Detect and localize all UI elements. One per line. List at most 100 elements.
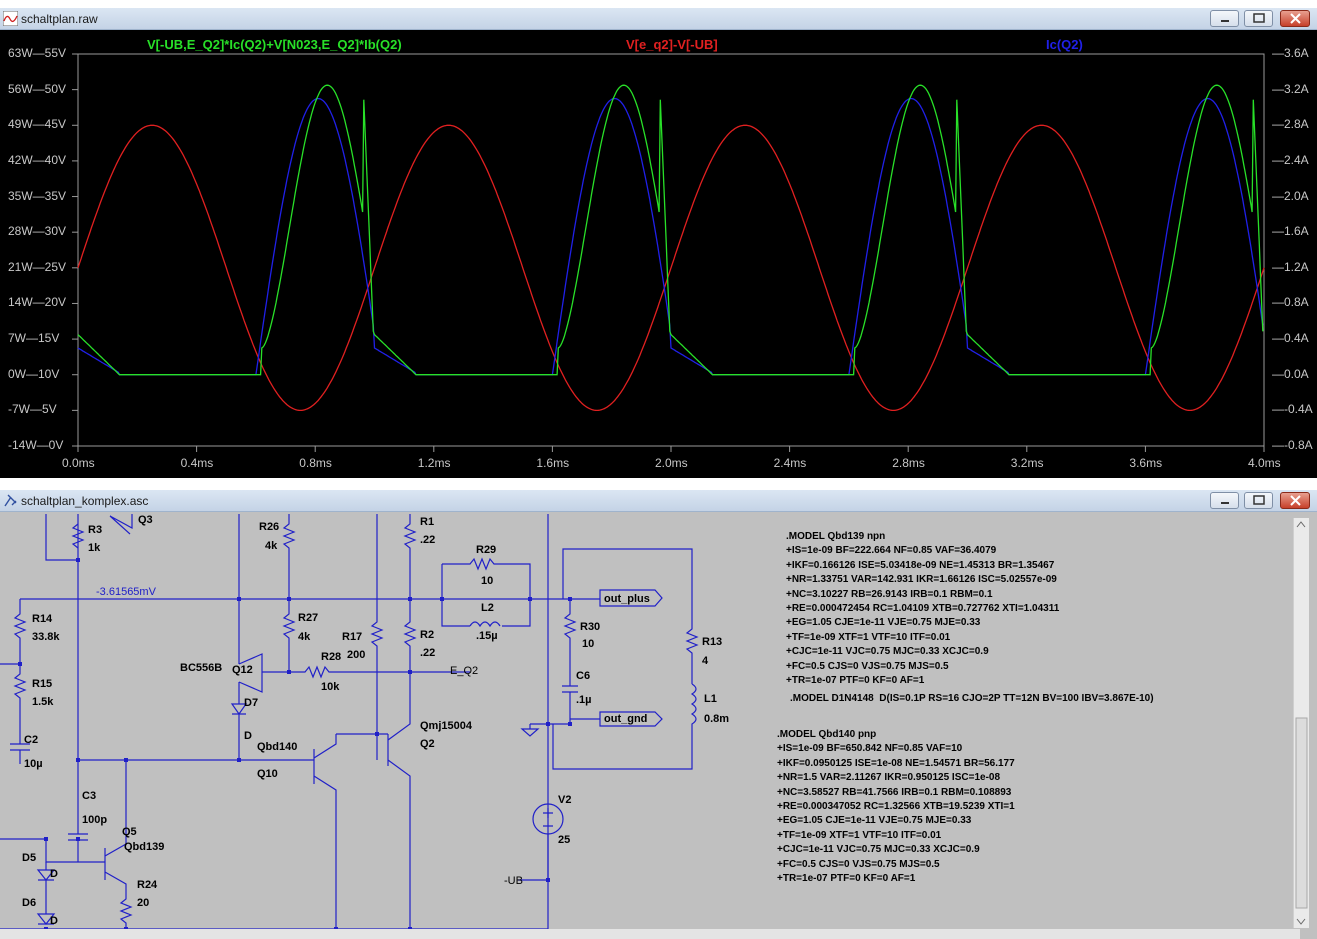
value-r13[interactable]: 4	[702, 655, 709, 667]
value-r24[interactable]: 20	[137, 897, 150, 909]
label-c3[interactable]: C3	[82, 790, 97, 802]
label-q2[interactable]: Q2	[420, 738, 435, 750]
value-r26[interactable]: 4k	[265, 540, 278, 552]
left-axis-tick: 63W—55V	[8, 46, 67, 60]
label-q3[interactable]: Q3	[138, 514, 153, 526]
value-v2[interactable]: 25	[558, 834, 571, 846]
value-r30[interactable]: 10	[582, 638, 595, 650]
schematic-close-button[interactable]	[1280, 492, 1310, 509]
value-r15[interactable]: 1.5k	[32, 696, 54, 708]
schematic-window-title: schaltplan_komplex.asc	[21, 494, 149, 508]
x-axis-tick: 3.2ms	[1010, 456, 1044, 470]
trace-label-current[interactable]: Ic(Q2)	[1046, 37, 1083, 52]
label-r2[interactable]: R2	[420, 629, 435, 641]
right-axis-tick: —3.6A	[1272, 46, 1309, 60]
label-q10[interactable]: Q10	[257, 768, 278, 780]
schematic-icon	[4, 494, 17, 507]
label-qmj15004[interactable]: Qmj15004	[420, 720, 472, 732]
label-r1[interactable]: R1	[420, 516, 435, 528]
label-r15[interactable]: R15	[32, 678, 53, 690]
label-bc556b[interactable]: BC556B	[180, 662, 223, 674]
right-axis-tick: —1.6A	[1272, 224, 1309, 239]
label-v2[interactable]: V2	[558, 794, 572, 806]
waveform-titlebar[interactable]: schaltplan.raw	[0, 8, 1317, 30]
model-d1n4148[interactable]: .MODEL D1N4148 D(IS=0.1P RS=16 CJO=2P TT…	[790, 693, 1154, 704]
maximize-button[interactable]	[1244, 10, 1273, 27]
label-r14[interactable]: R14	[32, 613, 53, 625]
label-qbd140[interactable]: Qbd140	[257, 741, 298, 753]
waveform-window: schaltplan.raw V[-UB,E_Q2]*Ic(Q2)+V[N023…	[0, 8, 1317, 478]
model-line: +IS=1e-09 BF=650.842 NF=0.85 VAF=10	[777, 743, 963, 755]
value-r2[interactable]: .22	[420, 647, 436, 659]
waveform-icon	[3, 11, 18, 26]
node-voltage-readout[interactable]: -3.61565mV	[96, 586, 156, 598]
minimize-button[interactable]	[1210, 10, 1239, 27]
label-out-gnd[interactable]: out_gnd	[604, 713, 648, 725]
label-r17[interactable]: R17	[342, 631, 363, 643]
label-r27[interactable]: R27	[298, 612, 319, 624]
schematic-window: schaltplan_komplex.asc	[0, 490, 1317, 939]
value-r27[interactable]: 4k	[298, 631, 311, 643]
x-axis-tick: 1.6ms	[536, 456, 570, 470]
label-e-q2[interactable]: E_Q2	[450, 665, 479, 677]
value-l1[interactable]: 0.8m	[704, 713, 730, 725]
model-line: +CJC=1e-11 VJC=0.75 MJC=0.33 XCJC=0.9	[777, 844, 980, 856]
left-axis-tick: 0W—10V	[8, 366, 60, 381]
label-out-plus[interactable]: out_plus	[604, 593, 650, 605]
model-qbd139-npn[interactable]: .MODEL Qbd139 npn+IS=1e-09 BF=222.664 NF…	[786, 530, 1059, 688]
label-l2[interactable]: L2	[481, 602, 494, 614]
close-button[interactable]	[1280, 10, 1310, 27]
schematic-titlebar[interactable]: schaltplan_komplex.asc	[0, 490, 1317, 512]
right-axis-tick: —-0.8A	[1272, 438, 1313, 452]
label-l1[interactable]: L1	[704, 693, 717, 705]
label-r26[interactable]: R26	[259, 521, 280, 533]
value-c3[interactable]: 100p	[82, 814, 108, 826]
label-d6[interactable]: D6	[22, 897, 37, 909]
label-r28[interactable]: R28	[321, 651, 342, 663]
left-axis-tick: 14W—20V	[8, 295, 67, 310]
trace-label-voltage[interactable]: V[e_q2]-V[-UB]	[626, 37, 718, 52]
horizontal-scrollbar[interactable]	[0, 929, 1300, 939]
label-q12[interactable]: Q12	[232, 664, 253, 676]
value-d7[interactable]: D	[244, 730, 252, 742]
right-axis-tick: —0.4A	[1272, 331, 1309, 346]
value-r14[interactable]: 33.8k	[32, 631, 60, 643]
vertical-scrollbar[interactable]	[1293, 518, 1309, 928]
waveform-plot[interactable]	[0, 8, 1317, 478]
value-l2[interactable]: .15µ	[476, 630, 498, 642]
right-axis-tick: —2.8A	[1272, 117, 1309, 132]
model-line: +TF=1e-09 XTF=1 VTF=10 ITF=0.01	[786, 631, 951, 643]
label-d5[interactable]: D5	[22, 852, 37, 864]
label-r24[interactable]: R24	[137, 879, 158, 891]
trace-label-power[interactable]: V[-UB,E_Q2]*Ic(Q2)+V[N023,E_Q2]*Ib(Q2)	[147, 37, 402, 52]
value-c2[interactable]: 10µ	[24, 758, 43, 770]
label-r3[interactable]: R3	[88, 524, 103, 536]
value-c6[interactable]: .1µ	[576, 694, 592, 706]
value-r1[interactable]: .22	[420, 534, 436, 546]
label-c6[interactable]: C6	[576, 670, 591, 682]
value-r29[interactable]: 10	[481, 575, 494, 587]
x-axis-tick: 2.8ms	[892, 456, 925, 470]
label-d7[interactable]: D7	[244, 697, 259, 709]
value-d5[interactable]: D	[50, 868, 58, 880]
value-r3[interactable]: 1k	[88, 542, 101, 554]
left-axis-tick: 35W—35V	[8, 188, 67, 203]
label-r29[interactable]: R29	[476, 544, 497, 556]
model-line: +IKF=0.166126 ISE=5.03418e-09 NE=1.45313…	[786, 559, 1055, 571]
label-r13[interactable]: R13	[702, 636, 723, 648]
value-r28[interactable]: 10k	[321, 681, 340, 693]
right-axis-tick: —0.0A	[1272, 366, 1309, 381]
schematic-canvas[interactable]	[0, 514, 1295, 929]
label-q5[interactable]: Q5	[122, 826, 137, 838]
label-qbd139[interactable]: Qbd139	[124, 841, 165, 853]
label-r30[interactable]: R30	[580, 621, 601, 633]
model-qbd140-pnp[interactable]: .MODEL Qbd140 pnp+IS=1e-09 BF=650.842 NF…	[777, 728, 1015, 886]
value-d6[interactable]: D	[50, 915, 58, 927]
value-r17[interactable]: 200	[347, 649, 366, 661]
label-minus-ub[interactable]: -UB	[504, 875, 523, 887]
schematic-minimize-button[interactable]	[1210, 492, 1239, 509]
right-axis-tick: —3.2A	[1272, 81, 1309, 96]
trace-voltage	[77, 124, 1265, 412]
schematic-maximize-button[interactable]	[1244, 492, 1273, 509]
label-c2[interactable]: C2	[24, 734, 39, 746]
